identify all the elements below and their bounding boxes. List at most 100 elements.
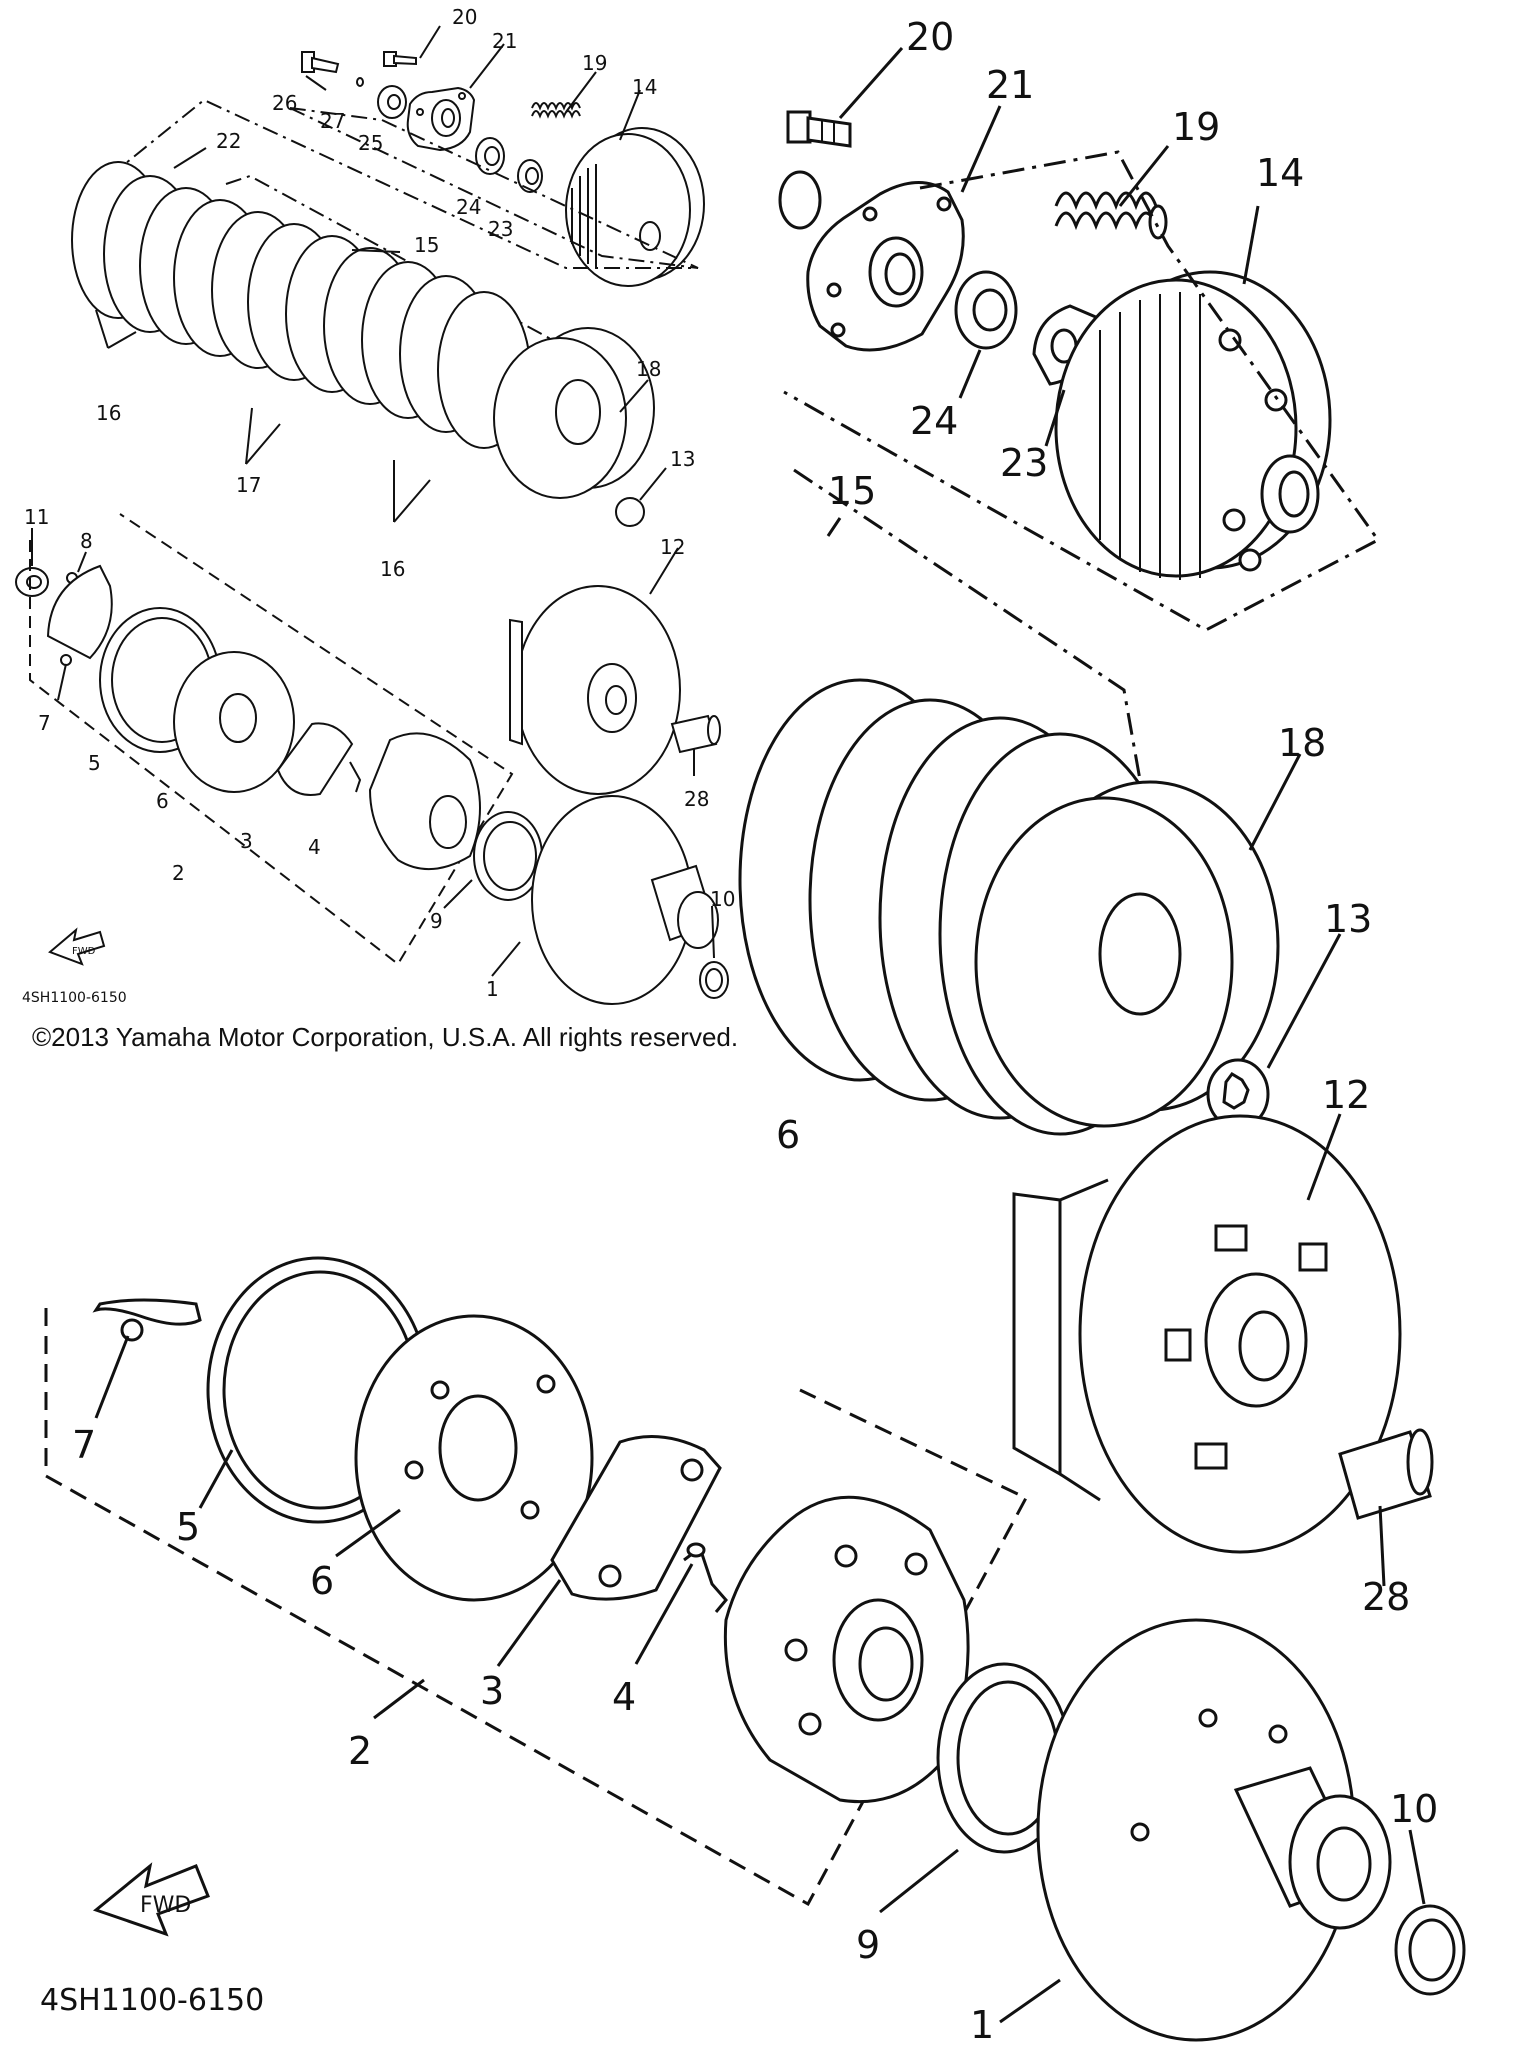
zoom-label-1: 1 — [970, 2003, 994, 2047]
label-23: 23 — [488, 217, 513, 241]
drawing-code-small: 4SH1100-6150 — [22, 990, 127, 1006]
zoom-label-3: 3 — [480, 1669, 504, 1713]
shoe-3-zoom — [550, 1435, 722, 1601]
zoom-label-4: 4 — [612, 1675, 636, 1719]
nut-24 — [475, 137, 505, 175]
clutch-boss-14-zoom — [1054, 270, 1332, 580]
collar-28 — [670, 714, 721, 754]
label-13: 13 — [670, 447, 695, 471]
clutch-housing-12-zoom — [1012, 1114, 1402, 1554]
zoom-label-10: 10 — [1390, 1787, 1438, 1831]
zoom-label-24: 24 — [910, 399, 958, 443]
label-6: 6 — [156, 789, 169, 813]
label-21: 21 — [492, 29, 517, 53]
nut-11 — [15, 567, 49, 597]
plates-frame-inner — [225, 174, 563, 357]
svg-text:FWD: FWD — [72, 946, 96, 957]
label-28: 28 — [684, 787, 709, 811]
pressure-plate-21-zoom — [806, 181, 965, 352]
clutch-boss-14 — [565, 127, 705, 287]
plate-6 — [173, 651, 295, 793]
clutch-housing-12 — [509, 585, 681, 795]
zoom-label-13: 13 — [1324, 897, 1372, 941]
svg-text:FWD: FWD — [140, 1893, 191, 1918]
zoom-label-28: 28 — [1362, 1575, 1410, 1619]
shoe-3 — [276, 722, 354, 796]
bearing-25-zoom — [778, 170, 822, 230]
label-18: 18 — [636, 357, 661, 381]
fwd-arrow-small: FWD — [48, 927, 106, 966]
copyright-notice: ©2013 Yamaha Motor Corporation, U.S.A. A… — [32, 1022, 739, 1052]
zoom-label-23: 23 — [1000, 441, 1048, 485]
label-10: 10 — [710, 887, 735, 911]
label-25: 25 — [358, 131, 383, 155]
washer-10 — [699, 961, 729, 999]
circlip-13-zoom — [1206, 1058, 1270, 1130]
label-7: 7 — [38, 711, 51, 735]
plate-7-zoom — [92, 1298, 202, 1342]
pressure-plate-18 — [493, 327, 655, 499]
assembly-outline-2-zoom — [44, 1308, 1029, 1907]
spring-19-zoom — [1054, 191, 1168, 240]
primary-drive-1 — [531, 795, 719, 1005]
lock-washer-23 — [517, 159, 543, 193]
zoom-label-19: 19 — [1172, 105, 1220, 149]
label-22: 22 — [216, 129, 241, 153]
fwd-arrow-icon: FWD — [92, 1862, 210, 1937]
collar-28-zoom — [1338, 1428, 1434, 1520]
circlip-13 — [615, 497, 645, 527]
spring-4-zoom — [683, 1542, 728, 1613]
label-20: 20 — [452, 5, 477, 29]
label-16a: 16 — [96, 401, 121, 425]
label-16b: 16 — [380, 557, 405, 581]
label-3: 3 — [240, 829, 253, 853]
label-4: 4 — [308, 835, 321, 859]
label-1: 1 — [486, 977, 499, 1001]
pressure-plate-21 — [406, 86, 476, 152]
bolt-20-zoom — [786, 110, 852, 148]
label-26: 26 — [272, 91, 297, 115]
zoom-label-5: 5 — [176, 1505, 200, 1549]
label-5: 5 — [88, 751, 101, 775]
label-17: 17 — [236, 473, 261, 497]
zoom-label-21: 21 — [986, 63, 1034, 107]
plate-6-zoom — [354, 1314, 594, 1602]
carrier-plate-zoom — [723, 1495, 970, 1804]
primary-drive-1-zoom — [1036, 1618, 1392, 2042]
clutch-plate-stack — [71, 161, 531, 449]
zoom-lower-view: FWD 4SH1100-6150 7 5 6 3 4 2 9 10 1 — [40, 1256, 1466, 2047]
nut-24-zoom — [954, 270, 1018, 350]
zoom-label-20: 20 — [906, 15, 954, 59]
zoom-label-2: 2 — [348, 1729, 372, 1773]
label-19: 19 — [582, 51, 607, 75]
washer-27 — [356, 77, 364, 87]
plate-7 — [46, 564, 113, 666]
plates-frame-zoom — [793, 468, 1172, 881]
bolt-20 — [383, 51, 417, 67]
small-leaders — [31, 25, 715, 977]
label-8: 8 — [80, 529, 93, 553]
carrier-plate — [368, 732, 481, 871]
label-2: 2 — [172, 861, 185, 885]
upper-leaders — [826, 47, 1386, 1587]
spring-19 — [531, 102, 581, 119]
zoom-label-18: 18 — [1278, 721, 1326, 765]
zoom-upper-view: 20 21 19 14 24 23 15 18 13 6 12 28 — [738, 15, 1434, 1619]
label-11: 11 — [24, 505, 49, 529]
zoom-label-9: 9 — [856, 1923, 880, 1967]
zoom-label-15: 15 — [828, 469, 876, 513]
label-27: 27 — [320, 109, 345, 133]
label-15: 15 — [414, 233, 439, 257]
label-14: 14 — [632, 75, 657, 99]
label-12: 12 — [660, 535, 685, 559]
washer-10-zoom — [1394, 1904, 1466, 1996]
spring-4 — [349, 761, 362, 793]
drawing-code-zoom: 4SH1100-6150 — [40, 1983, 264, 2018]
bolt-26 — [301, 51, 340, 74]
label-24: 24 — [456, 195, 481, 219]
zoom-label-14: 14 — [1256, 151, 1304, 195]
label-9: 9 — [430, 909, 443, 933]
bearing-25 — [377, 85, 407, 119]
zoom-label-7: 7 — [72, 1423, 96, 1467]
